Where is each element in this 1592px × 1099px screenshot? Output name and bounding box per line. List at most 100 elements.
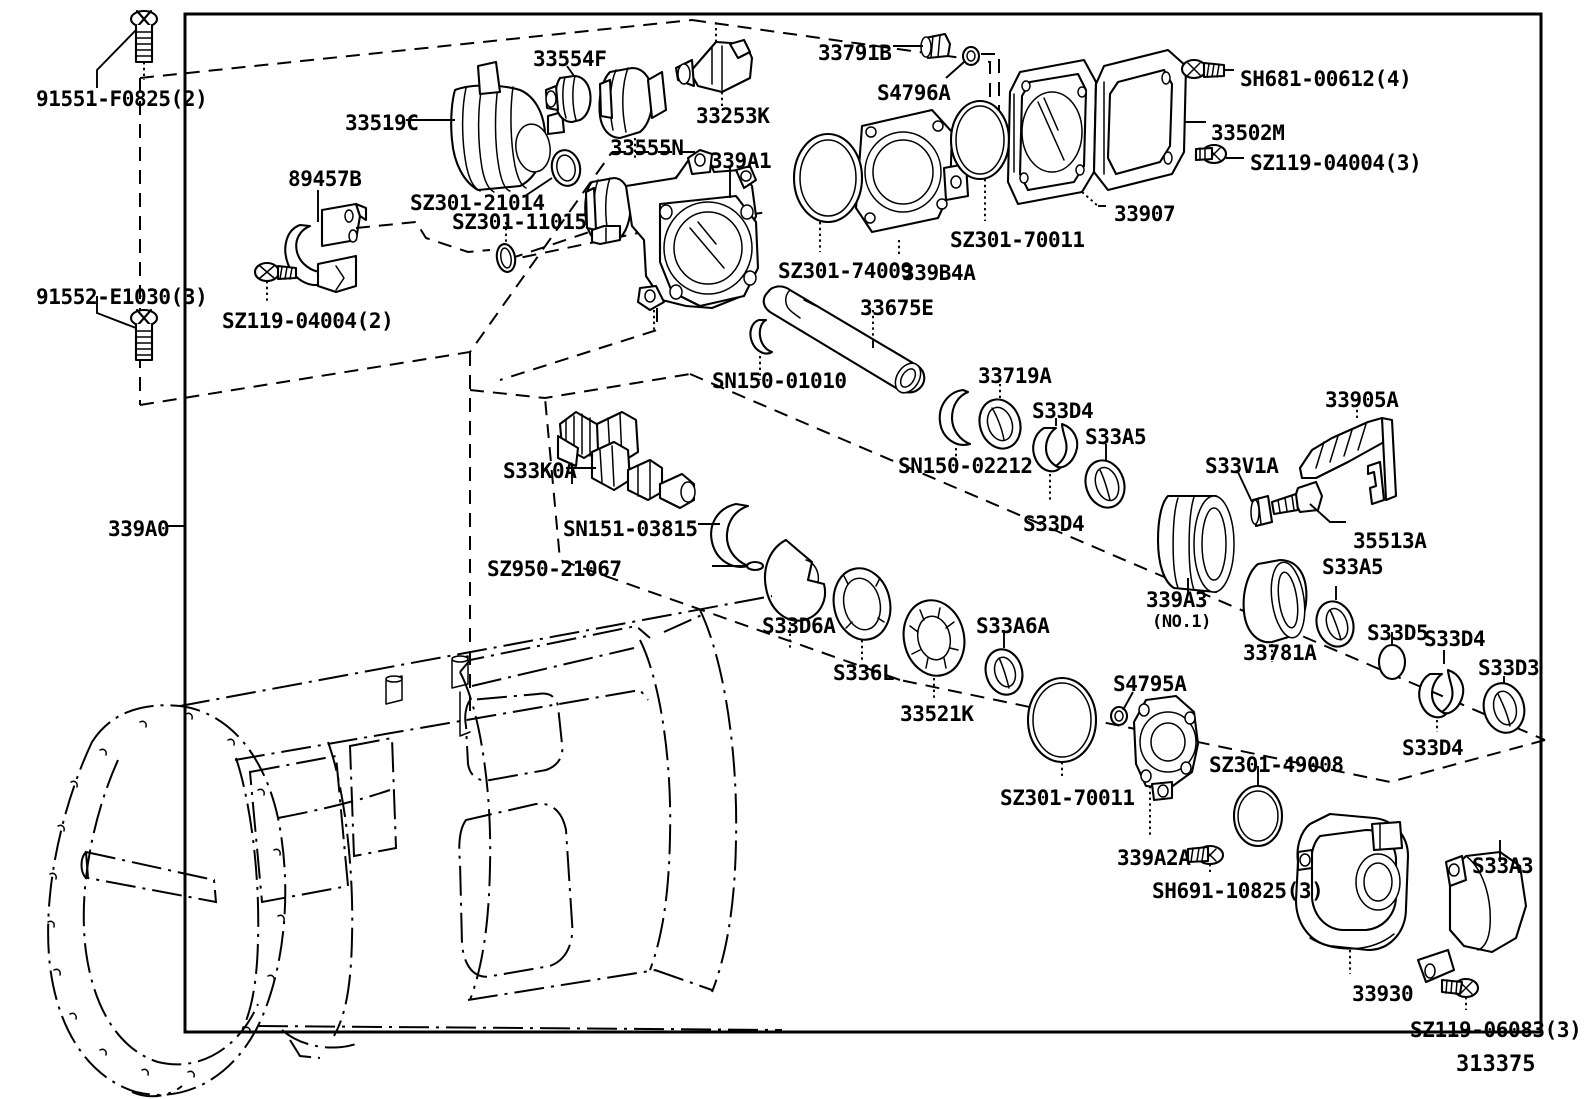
- group-boundary-lower-run: [469, 373, 691, 400]
- part-label-33781A: 33781A: [1243, 641, 1317, 665]
- group-boundary-top2: [691, 19, 991, 150]
- part-label-33675E: 33675E: [860, 296, 934, 320]
- bracket-S33A3: [1416, 840, 1528, 984]
- snapring-SN151-03815: [698, 502, 750, 568]
- part-label-SZ301-70011: SZ301-70011: [950, 228, 1085, 252]
- part-label-S33D6A: S33D6A: [762, 614, 836, 638]
- shaft-33905A: [1298, 404, 1398, 506]
- part-label-S33V1A: S33V1A: [1205, 454, 1279, 478]
- part-label-33554F: 33554F: [533, 47, 607, 71]
- retainer-339B4A: [854, 108, 970, 254]
- bush-S33A5-a: [1084, 444, 1126, 509]
- group-boundary-housing-drop: [499, 262, 658, 381]
- part-label-339B4A: 339B4A: [902, 261, 976, 285]
- part-label-33253K: 33253K: [696, 104, 770, 128]
- washer-S336L: [832, 567, 892, 662]
- part-label-SZ301-21014: SZ301-21014: [410, 191, 545, 215]
- part-label-SN151-03815: SN151-03815: [563, 517, 698, 541]
- ball-S4795A: [1109, 691, 1134, 727]
- part-label-33519C: 33519C: [345, 111, 419, 135]
- part-label-339A1: 339A1: [710, 149, 772, 173]
- bolt-91551-F0825: [96, 9, 159, 88]
- bolt-35513A: [1270, 480, 1346, 523]
- seal-S33D3: [1482, 676, 1526, 734]
- shaft-33675E: [762, 285, 926, 394]
- part-label-SN150-02212: SN150-02212: [898, 454, 1033, 478]
- part-label-89457B: 89457B: [288, 167, 362, 191]
- group-boundary-diag3: [544, 397, 901, 681]
- part-label-S33A3: S33A3: [1472, 854, 1534, 878]
- part-label-33907: 33907: [1114, 202, 1176, 226]
- housing-339A1: [584, 148, 760, 332]
- part-label-33719A: 33719A: [978, 364, 1052, 388]
- bush-S33A5-b: [1315, 586, 1355, 648]
- part-label-SZ301-11015: SZ301-11015: [452, 210, 587, 234]
- clip-SN150-01010: [749, 318, 774, 380]
- plate-S33D6A: [764, 538, 826, 648]
- part-label-33555N: 33555N: [610, 136, 684, 160]
- part-label-S33D5: S33D5: [1367, 621, 1429, 645]
- part-label-SZ301-49008: SZ301-49008: [1209, 753, 1344, 777]
- part-label-91552-E1030(3): 91552-E1030(3): [36, 285, 208, 309]
- part-label-S33D3: S33D3: [1478, 656, 1540, 680]
- part-label-S33A6A: S33A6A: [976, 614, 1050, 638]
- part-label-SZ301-70011-b: SZ301-70011: [1000, 786, 1135, 810]
- group-boundary-diag: [689, 373, 1546, 741]
- bolt-SH681-00612: [1180, 58, 1234, 80]
- lever-33253K: [674, 20, 754, 110]
- part-label-SZ119-04004(3): SZ119-04004(3): [1250, 151, 1422, 175]
- diagram-frame: [183, 12, 1543, 1034]
- seal-33719A: [978, 382, 1022, 450]
- diagram-id: 313375: [1456, 1052, 1536, 1077]
- part-label-SN150-01010: SN150-01010: [712, 369, 847, 393]
- part-label-339A3: 339A3: [1146, 588, 1208, 612]
- oring-SZ301-11015: [495, 222, 517, 273]
- sleeve-339A3: [1156, 494, 1235, 594]
- boot-33519C: [406, 60, 566, 193]
- screw-SZ119-04004-3: [1194, 143, 1244, 165]
- part-label-S4796A: S4796A: [877, 81, 951, 105]
- screw-SZ119-04004-2: [253, 261, 298, 304]
- plate-33907: [1006, 58, 1106, 207]
- part-label-SZ301-74009: SZ301-74009: [778, 259, 913, 283]
- bolt-SH691-10825: [1186, 844, 1225, 872]
- pin-SZ950-21067: [712, 560, 765, 572]
- part-label-339A0: 339A0: [108, 517, 170, 541]
- part-label-33521K: 33521K: [900, 702, 974, 726]
- pin-S33V1A: [1236, 469, 1274, 528]
- grommet-33554F: [544, 65, 592, 124]
- clamp-89457B: [284, 190, 491, 294]
- part-label-35513A: 35513A: [1353, 529, 1427, 553]
- part-label-S336L: S336L: [833, 661, 895, 685]
- shaft-S33K0A: [556, 410, 696, 510]
- part-label-S33A5-a: S33A5: [1085, 425, 1147, 449]
- part-label-S33D4-c: S33D4: [1424, 627, 1486, 651]
- part-label-339A2A: 339A2A: [1117, 846, 1191, 870]
- snapring-SN150-02212: [938, 388, 972, 468]
- bolt-91552-E1030: [96, 296, 159, 362]
- group-boundary-top: [139, 19, 693, 79]
- cover-33502M: [1092, 48, 1206, 192]
- oring-SZ301-70011: [949, 99, 1011, 221]
- ball-S33D5: [1377, 632, 1407, 681]
- oring-SZ301-70011-b: [1026, 676, 1098, 778]
- bolt-SZ119-06083: [1440, 977, 1480, 1010]
- part-label-SH681-00612(4): SH681-00612(4): [1240, 67, 1412, 91]
- seal-S33A6A: [984, 630, 1024, 696]
- part-label-S33A5-b: S33A5: [1322, 555, 1384, 579]
- part-label-S33D4-a: S33D4: [1032, 399, 1094, 423]
- bushing-33555N: [598, 66, 668, 160]
- part-label-SZ950-21067: SZ950-21067: [487, 557, 622, 581]
- part-label-91551-F0825(2): 91551-F0825(2): [36, 87, 208, 111]
- part-label-S33D4-b: S33D4: [1023, 512, 1085, 536]
- part-label-S4795A: S4795A: [1113, 672, 1187, 696]
- part-label-S33K0A: S33K0A: [503, 459, 577, 483]
- bush-33781A: [1242, 558, 1308, 662]
- eclip-S33D4-c: [1418, 650, 1465, 732]
- part-label-33791B: 33791B: [818, 41, 892, 65]
- part-label-33930: 33930: [1352, 982, 1414, 1006]
- plug-33791B: [893, 32, 952, 60]
- cover-33930: [1294, 812, 1410, 974]
